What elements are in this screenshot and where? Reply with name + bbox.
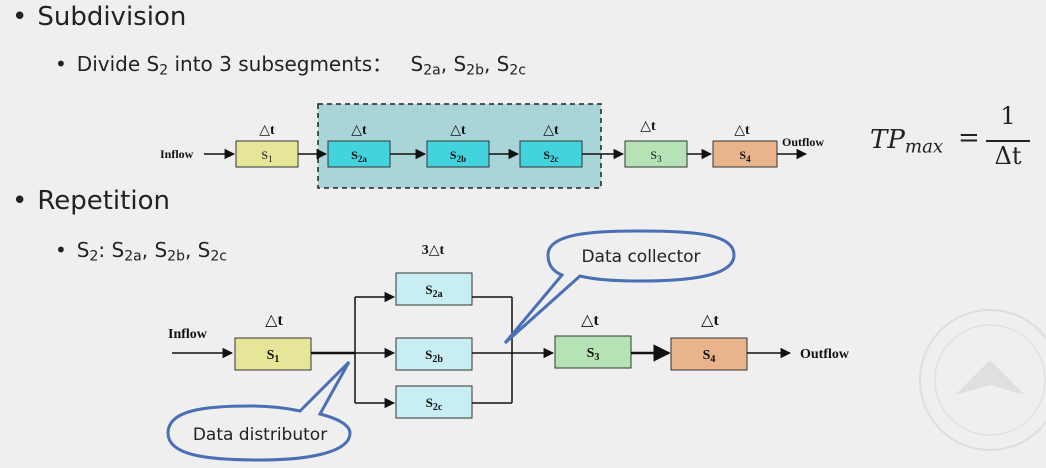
bullet-dot: • [12,186,28,216]
top-time-s2a: △t [351,123,367,138]
bullet-subdivision: •Subdivision [12,2,187,32]
university-seal-watermark [919,309,1046,451]
bullet-repetition: •Repetition [12,186,170,216]
top-time-s3: △t [640,119,656,134]
top-pipeline: Inflow S1 △t S2a △t S2b △t S2c △t S3 △t … [160,103,824,189]
top-stage-s4-label: S4 [739,148,751,164]
top-stage-s2b [426,140,490,168]
top-stage-s2a [327,140,391,168]
bottom-stage-s2a [395,272,473,306]
bottom-stage-s1 [234,337,312,371]
bottom-time-parallel: 3△t [422,243,445,258]
data-distributor-callout [166,360,352,462]
bullet-subdivision-detail: •Divide S2 into 3 subsegments： S2a, S2b,… [55,52,526,79]
throughput-formula-denominator: Δt [994,142,1022,170]
top-time-s1: △t [259,123,275,138]
top-stage-s3 [624,140,688,168]
bottom-stage-s2b-label: S2b [425,347,443,365]
top-time-s4: △t [734,123,750,138]
data-collector-label: Data collector [581,247,700,267]
throughput-formula-lhs: TPmax [870,125,944,158]
top-outflow-label: Outflow [782,135,824,149]
top-stage-s2c-label: S2c [543,148,558,164]
top-time-s2b: △t [450,123,466,138]
bottom-time-s3: △t [581,312,599,329]
bottom-stage-s2c [395,385,473,419]
bottom-stage-s4-label: S4 [703,348,716,365]
throughput-formula-numerator: 1 [1000,102,1016,130]
bottom-stage-s3-label: S3 [587,346,600,363]
top-time-s2c: △t [543,123,559,138]
bullet-dot: • [12,2,28,32]
bottom-stage-s2b [395,337,473,371]
data-distributor-label: Data distributor [193,425,327,445]
top-stage-s1 [235,140,299,168]
segments-list-inline-2: S2a, S2b, S2c [111,238,227,265]
bottom-stage-s2a-label: S2a [425,282,442,300]
bottom-inflow-label: Inflow [168,327,208,342]
fraction-bar [986,140,1030,142]
top-inflow-label: Inflow [160,147,194,161]
top-stage-s2c [519,140,583,168]
throughput-formula-eq: = [958,123,980,153]
bullet-dot: • [55,52,67,76]
bottom-stage-s1-label: S1 [267,348,280,365]
bottom-pipeline: Inflow S1 △t 3△t S2a S2b S2c S3 △t S4 △t [166,229,850,462]
bottom-stage-s4 [670,337,748,371]
top-stage-s1-label: S1 [261,148,272,164]
top-stage-s2a-label: S2a [351,148,367,164]
bottom-time-s4: △t [701,312,719,329]
bottom-outflow-label: Outflow [800,347,850,362]
top-stage-s3-label: S3 [650,148,662,164]
bottom-stage-s3 [554,335,632,369]
data-collector-callout [503,229,736,345]
bullet-dot: • [55,238,67,262]
bottom-stage-s2c-label: S2c [426,395,443,413]
top-stage-s2b-label: S2b [450,148,466,164]
bottom-time-s1: △t [265,312,283,329]
bullet-repetition-detail: •S2: S2a, S2b, S2c [55,238,227,265]
segments-list-inline-1: S2a, S2b, S2c [410,52,526,79]
